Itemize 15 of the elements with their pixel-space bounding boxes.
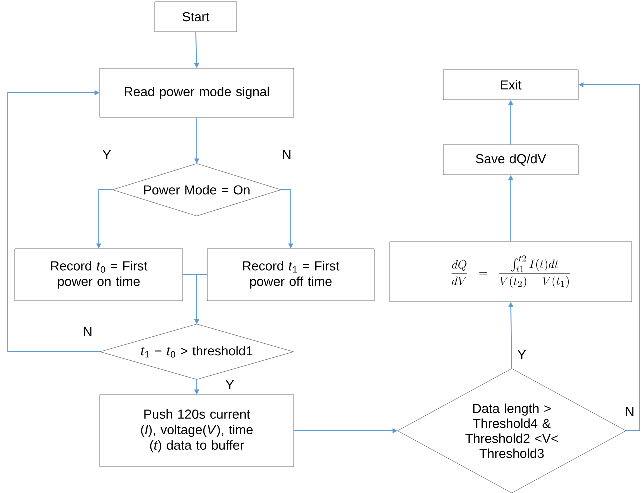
process-box: Save dQ/dV (443, 144, 579, 176)
formula-box: $\frac{dQ}{dV} = \frac{\int_{t1}^{t2} I(t)dt}{V(t_2) - V(t_1)}$ (390, 242, 632, 302)
process-box: Record t$_{0}$ = First power on time (14, 248, 184, 302)
edge-label: N (281, 150, 293, 160)
edge-label: Y (224, 380, 236, 390)
process-box: Push 120s current (I), voltage(V), time (t) data to buffer (100, 394, 294, 468)
process-box: Start (154, 2, 238, 32)
process-box: Exit (443, 70, 579, 100)
arrow (8, 90, 101, 352)
edge-label: N (82, 326, 94, 338)
process-box: Record t$_{1}$ = First power off time (207, 248, 375, 302)
edge-label: Y (102, 150, 112, 160)
edge-label: Y (516, 350, 528, 360)
process-box: Read power mode signal (100, 68, 294, 118)
edge-label: N (624, 406, 636, 418)
